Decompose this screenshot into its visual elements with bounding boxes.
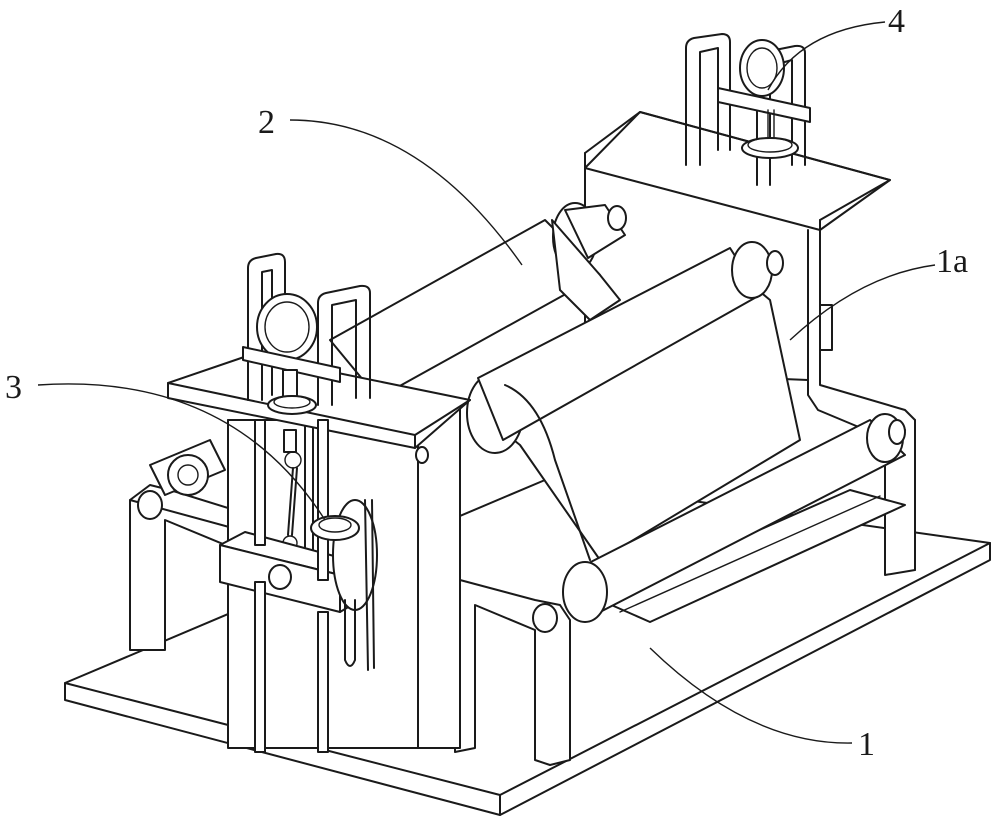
leader-1a — [789, 264, 936, 341]
leader-lines — [37, 21, 936, 744]
label-adjuster-right: 4 — [888, 3, 905, 40]
leader-3 — [37, 383, 326, 521]
adjuster-left — [242, 252, 371, 469]
label-roller: 2 — [258, 104, 275, 141]
leader-1 — [649, 647, 853, 744]
spring-wheel — [310, 499, 378, 671]
roller-middle — [466, 241, 801, 561]
roller-back — [329, 202, 627, 399]
adjuster-right — [685, 33, 811, 186]
roller-front — [562, 413, 906, 623]
label-base: 1 — [858, 726, 875, 763]
label-side-frame: 1a — [936, 243, 968, 280]
part-labels: 2 3 4 1a 1 — [5, 3, 968, 763]
label-adjuster-left: 3 — [5, 369, 22, 406]
leader-2 — [289, 119, 523, 266]
leader-4 — [767, 21, 886, 91]
